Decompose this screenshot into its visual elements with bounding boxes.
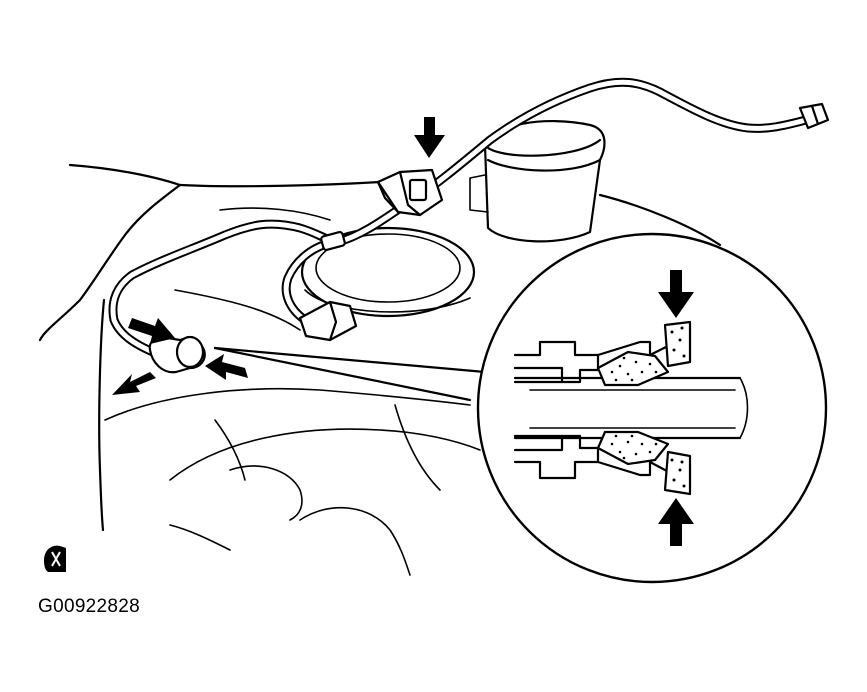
quick-connector — [148, 335, 206, 374]
press-up-arrow-icon — [658, 498, 694, 546]
fuel-connector-right — [798, 102, 830, 130]
press-down-arrow-icon — [658, 270, 694, 318]
retainer-texture — [670, 326, 686, 488]
push-arrow-icon — [205, 354, 248, 380]
detail-view — [476, 232, 828, 584]
push-arrow-icon — [128, 318, 175, 344]
figure-id-label: G00922828 — [38, 596, 141, 617]
canister — [469, 119, 606, 243]
pump-connector — [298, 300, 358, 342]
seal-texture — [610, 356, 658, 382]
pull-arrow-icon — [112, 372, 156, 395]
callout-leader — [213, 346, 487, 402]
line-clamp — [376, 168, 444, 217]
pump-opening — [300, 226, 476, 318]
clamp-arrow-icon — [414, 117, 445, 158]
notice-symbol-icon — [44, 545, 66, 572]
seal-texture — [610, 434, 658, 460]
